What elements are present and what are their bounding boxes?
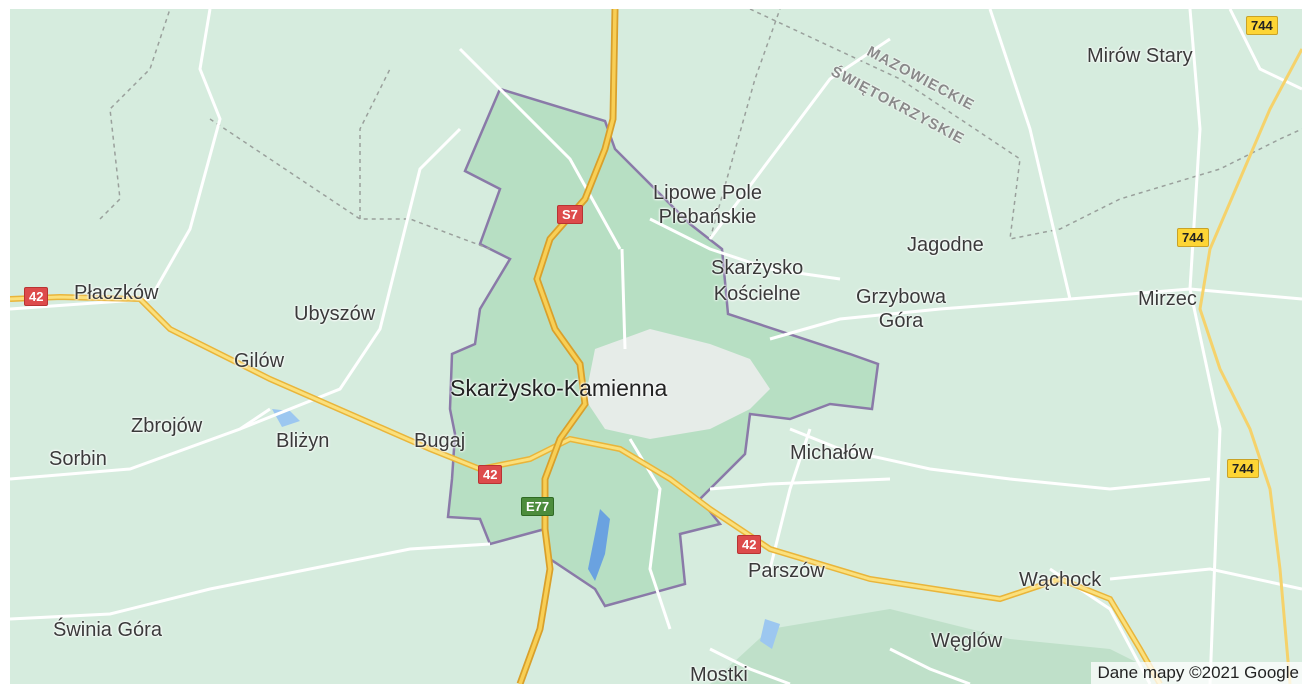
border-line bbox=[359, 68, 391, 219]
place-label[interactable]: Sorbin bbox=[49, 448, 107, 470]
road-shield-744: 744 bbox=[1227, 459, 1259, 478]
road-shield-42: 42 bbox=[24, 287, 49, 306]
lake-water bbox=[588, 509, 610, 581]
place-label[interactable]: Bliżyn bbox=[276, 430, 330, 452]
place-label[interactable]: Skarżysko Kościelne bbox=[711, 257, 804, 305]
place-label[interactable]: Mirzec bbox=[1138, 288, 1197, 310]
place-label[interactable]: Mirów Stary bbox=[1087, 45, 1193, 67]
pond-water bbox=[760, 619, 780, 649]
place-label[interactable]: Michałów bbox=[790, 442, 874, 464]
place-label-city[interactable]: Skarżysko-Kamienna bbox=[450, 375, 668, 401]
place-label[interactable]: Mostki bbox=[690, 664, 748, 684]
voivodeship-border bbox=[749, 9, 1302, 240]
map-view[interactable]: Mirów Stary Lipowe Pole Plebańskie Jagod… bbox=[10, 9, 1302, 684]
road-42-inner bbox=[10, 295, 1162, 684]
place-label[interactable]: Węglów bbox=[931, 630, 1003, 652]
place-label[interactable]: Jagodne bbox=[907, 234, 984, 256]
map-attribution[interactable]: Dane mapy ©2021 Google bbox=[1091, 662, 1302, 684]
place-label[interactable]: Bugaj bbox=[414, 430, 466, 452]
place-label[interactable]: Grzybowa Góra bbox=[856, 286, 947, 332]
place-label[interactable]: Płaczków bbox=[74, 282, 159, 304]
place-label[interactable]: Ubyszów bbox=[294, 303, 376, 325]
road-shield-s7: S7 bbox=[557, 205, 583, 224]
minor-roads bbox=[10, 9, 1302, 684]
road-shield-e77: E77 bbox=[521, 497, 555, 516]
border-line bbox=[209, 118, 491, 250]
place-label[interactable]: Świnia Góra bbox=[53, 619, 162, 641]
road-shield-744: 744 bbox=[1246, 16, 1278, 35]
road-shield-42: 42 bbox=[478, 465, 503, 484]
forest-area bbox=[710, 609, 1180, 684]
road-744 bbox=[1198, 48, 1302, 684]
place-label[interactable]: Zbrojów bbox=[131, 415, 203, 437]
urban-area bbox=[585, 329, 770, 439]
place-label[interactable]: Wąchock bbox=[1019, 569, 1102, 591]
place-label[interactable]: Gilów bbox=[234, 350, 285, 372]
border-line bbox=[99, 9, 171, 220]
place-label[interactable]: Lipowe Pole Plebańskie bbox=[653, 182, 762, 228]
place-label[interactable]: Parszów bbox=[748, 560, 825, 582]
road-shield-744: 744 bbox=[1177, 228, 1209, 247]
road-shield-42: 42 bbox=[737, 535, 762, 554]
map-canvas[interactable] bbox=[10, 9, 1302, 684]
road-s7-inner bbox=[518, 9, 617, 684]
